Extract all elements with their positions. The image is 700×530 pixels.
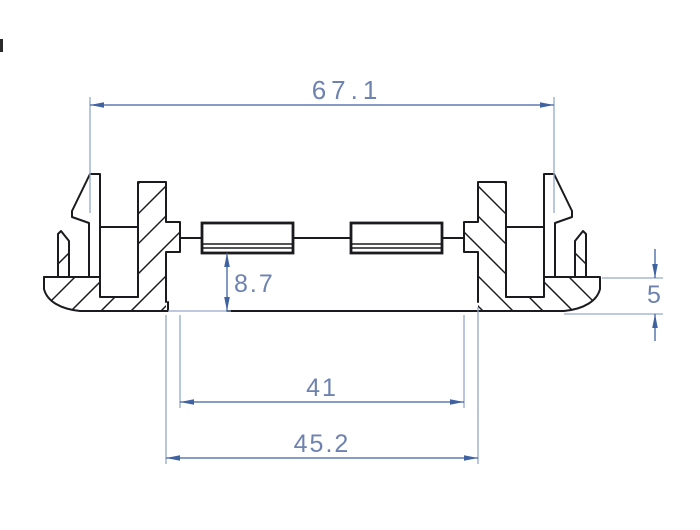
dimension-inner-depth: 8.7 bbox=[168, 253, 275, 312]
dimension-label: 5 bbox=[647, 281, 663, 309]
screen-edge-artifact bbox=[0, 39, 3, 52]
terminal-bar-left bbox=[200, 221, 295, 255]
clip-post-left bbox=[71, 173, 101, 278]
arrow-left-icon bbox=[166, 455, 180, 461]
arrow-left-icon bbox=[180, 399, 194, 405]
arrow-right-icon bbox=[540, 102, 554, 108]
arrow-right-icon bbox=[464, 455, 478, 461]
arrow-left-icon bbox=[90, 102, 104, 108]
clip-post-right bbox=[543, 173, 573, 278]
dimension-inner-width: 41 bbox=[179, 315, 465, 408]
dimension-label: 41 bbox=[306, 374, 338, 402]
inner-wall-right bbox=[463, 181, 545, 303]
inner-wall-left bbox=[99, 181, 181, 303]
dimension-label: 45.2 bbox=[294, 430, 351, 458]
arrow-up-icon bbox=[652, 314, 658, 328]
arrow-up-icon bbox=[224, 253, 230, 267]
hook-finger-right bbox=[574, 230, 587, 278]
terminal-bar-right bbox=[349, 221, 444, 255]
dimension-overall-width: 67.1 bbox=[89, 75, 555, 213]
arrow-down-icon bbox=[652, 264, 658, 278]
dimension-label: 67.1 bbox=[312, 75, 383, 105]
dimension-base-thickness: 5 bbox=[564, 249, 663, 341]
hook-finger-left bbox=[57, 230, 70, 278]
dimension-label: 8.7 bbox=[234, 270, 275, 298]
dimension-cavity-width: 45.2 bbox=[165, 307, 479, 464]
base-plate-outline bbox=[43, 276, 601, 312]
arrow-down-icon bbox=[224, 297, 230, 311]
arrow-right-icon bbox=[450, 399, 464, 405]
